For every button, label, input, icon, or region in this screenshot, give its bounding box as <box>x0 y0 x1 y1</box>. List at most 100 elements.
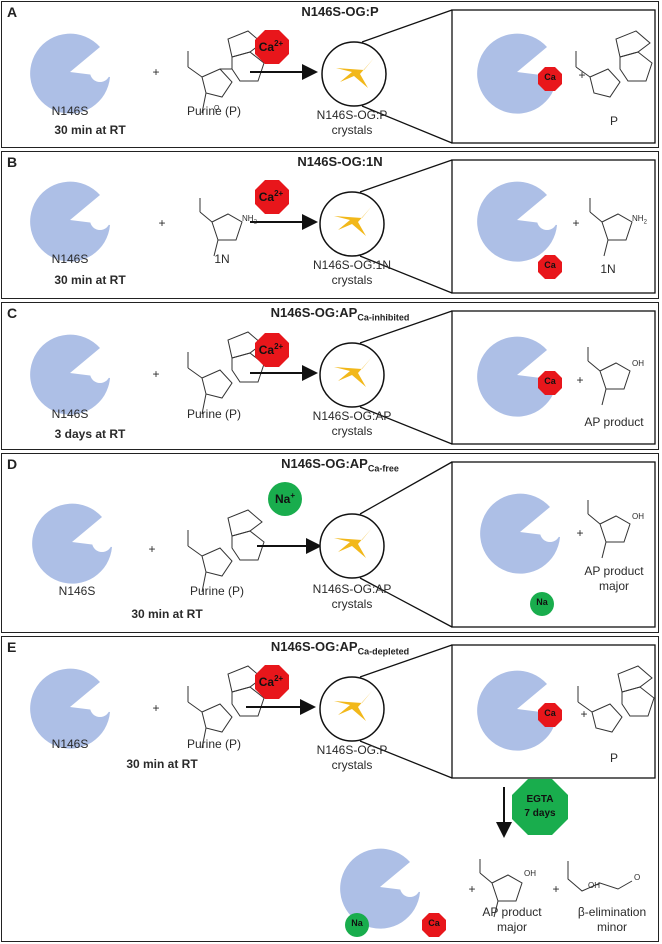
crystal-label-line1: N146S-OG:P <box>316 108 388 122</box>
nh2-label: NH2 <box>242 214 257 226</box>
time-label: 30 min at RT <box>54 123 126 137</box>
panel-b-graphics <box>30 159 656 294</box>
panel-c: C N146S-OG:APCa-inhibited <box>1 302 659 450</box>
time-label: 30 min at RT <box>54 273 126 287</box>
inset-plus-sign: + <box>576 373 584 387</box>
crystal-label-line2: crystals <box>331 123 373 137</box>
panel-e: E N146S-OG:APCa-depleted <box>1 636 659 942</box>
enzyme-pacman <box>30 668 110 749</box>
purine-structure <box>187 30 265 114</box>
oh-label: OH <box>524 869 536 878</box>
azasugar-structure <box>199 198 243 257</box>
o-label: O <box>214 105 220 112</box>
crystal-label-line2: crystals <box>331 273 373 287</box>
calcium-ion-label: Ca2+ <box>258 189 284 204</box>
panel-a-graphics: O <box>30 9 656 144</box>
product-plus-sign-1: + <box>468 882 476 896</box>
inset-azasugar-structure <box>589 198 633 257</box>
purine-structure <box>187 665 265 749</box>
inset-calcium-label: Ca <box>544 708 556 718</box>
inset-ligand-label: P <box>609 114 619 128</box>
panel-title: N146S-OG:APCa-free <box>281 456 399 474</box>
crystal-label-line1: N146S-OG:AP <box>312 582 392 596</box>
egta-icon <box>512 779 568 835</box>
inset-plus-sign: + <box>578 68 586 82</box>
product-sodium-icon <box>345 913 369 937</box>
product2-label-line2: minor <box>596 920 628 934</box>
sodium-ion-label: Na+ <box>274 491 296 506</box>
ligand-label: Purine (P) <box>186 737 242 751</box>
inset-calcium-icon <box>538 67 562 91</box>
product1-label-line2: major <box>496 920 528 934</box>
panel-title: N146S-OG:APCa-depleted <box>270 639 410 657</box>
crystal-label-line1: N146S-OG:P <box>316 743 388 757</box>
time-label: 30 min at RT <box>131 607 203 621</box>
panel-letter: E <box>7 639 17 655</box>
oh-label: OH <box>632 512 644 521</box>
crystal-icon <box>334 691 372 721</box>
inset-purine-structure <box>575 30 653 98</box>
panel-letter: D <box>7 456 18 472</box>
ligand-label: Purine (P) <box>189 584 245 598</box>
inset-enzyme-pacman <box>477 181 557 262</box>
inset-calcium-icon <box>538 703 562 727</box>
inset-nh2-label: NH2 <box>632 214 647 226</box>
inset-plus-sign: + <box>572 216 580 230</box>
inset-enzyme-pacman <box>480 493 560 574</box>
plus-sign: + <box>158 216 166 230</box>
product-ap-structure <box>479 859 523 918</box>
calcium-ion-label: Ca2+ <box>258 39 284 54</box>
calcium-ion-label: Ca2+ <box>258 342 284 357</box>
ligand-label: Purine (P) <box>186 104 242 118</box>
inset-ligand-label: 1N <box>600 262 616 276</box>
crystal-label-line1: N146S-OG:AP <box>312 409 392 423</box>
purine-structure <box>187 509 265 593</box>
product1-label-line1: AP product <box>482 905 542 919</box>
plus-sign: + <box>152 367 160 381</box>
inset-ap-structure <box>587 347 631 406</box>
panel-d-graphics <box>32 461 656 628</box>
crystal-label-line2: crystals <box>331 424 373 438</box>
product-sodium-label: Na <box>351 918 363 928</box>
enzyme-label: N146S <box>51 104 89 118</box>
egta-label-line1: EGTA <box>526 794 554 805</box>
purine-structure <box>187 331 265 415</box>
time-label: 3 days at RT <box>54 427 126 441</box>
ligand-label: 1N <box>214 252 230 266</box>
inset-calcium-label: Ca <box>544 72 556 82</box>
sodium-ion-icon <box>268 482 302 516</box>
product-enzyme-pacman <box>340 848 420 929</box>
inset-enzyme-pacman <box>477 33 557 114</box>
panel-c-graphics <box>30 310 656 445</box>
egta-label-line2: 7 days <box>524 808 556 819</box>
calcium-ion-icon <box>255 30 289 64</box>
panel-e-graphics <box>30 644 656 937</box>
crystal-icon <box>334 528 372 558</box>
panel-title: N146S-OG:P <box>301 4 379 19</box>
plus-sign: + <box>152 65 160 79</box>
panel-b: B N146S-OG:1N <box>1 151 659 299</box>
inset-enzyme-pacman <box>477 670 557 751</box>
inset-ligand-label-line1: AP product <box>584 564 644 578</box>
oh-label: OH <box>632 359 644 368</box>
crystal-icon <box>334 206 372 236</box>
calcium-ion-label: Ca2+ <box>258 674 284 689</box>
enzyme-pacman <box>30 334 110 415</box>
inset-calcium-icon <box>538 255 562 279</box>
panel-d: D N146S-OG:APCa-free <box>1 453 659 633</box>
inset-plus-sign: + <box>576 526 584 540</box>
crystal-label-line2: crystals <box>331 597 373 611</box>
crystal-label-line2: crystals <box>331 758 373 772</box>
inset-ap-structure <box>587 500 631 559</box>
beta-elimination-structure <box>567 861 633 892</box>
product-calcium-icon <box>422 913 446 937</box>
product2-label-line1: β-elimination <box>577 905 647 919</box>
calcium-ion-icon <box>255 665 289 699</box>
panel-title: N146S-OG:1N <box>297 154 383 169</box>
inset-ligand-label-line2: major <box>598 579 630 593</box>
enzyme-label: N146S <box>51 407 89 421</box>
inset-calcium-label: Ca <box>544 376 556 386</box>
inset-calcium-label: Ca <box>544 260 556 270</box>
inset-ligand-label: P <box>609 751 619 765</box>
inset-ligand-label: AP product <box>584 415 644 429</box>
